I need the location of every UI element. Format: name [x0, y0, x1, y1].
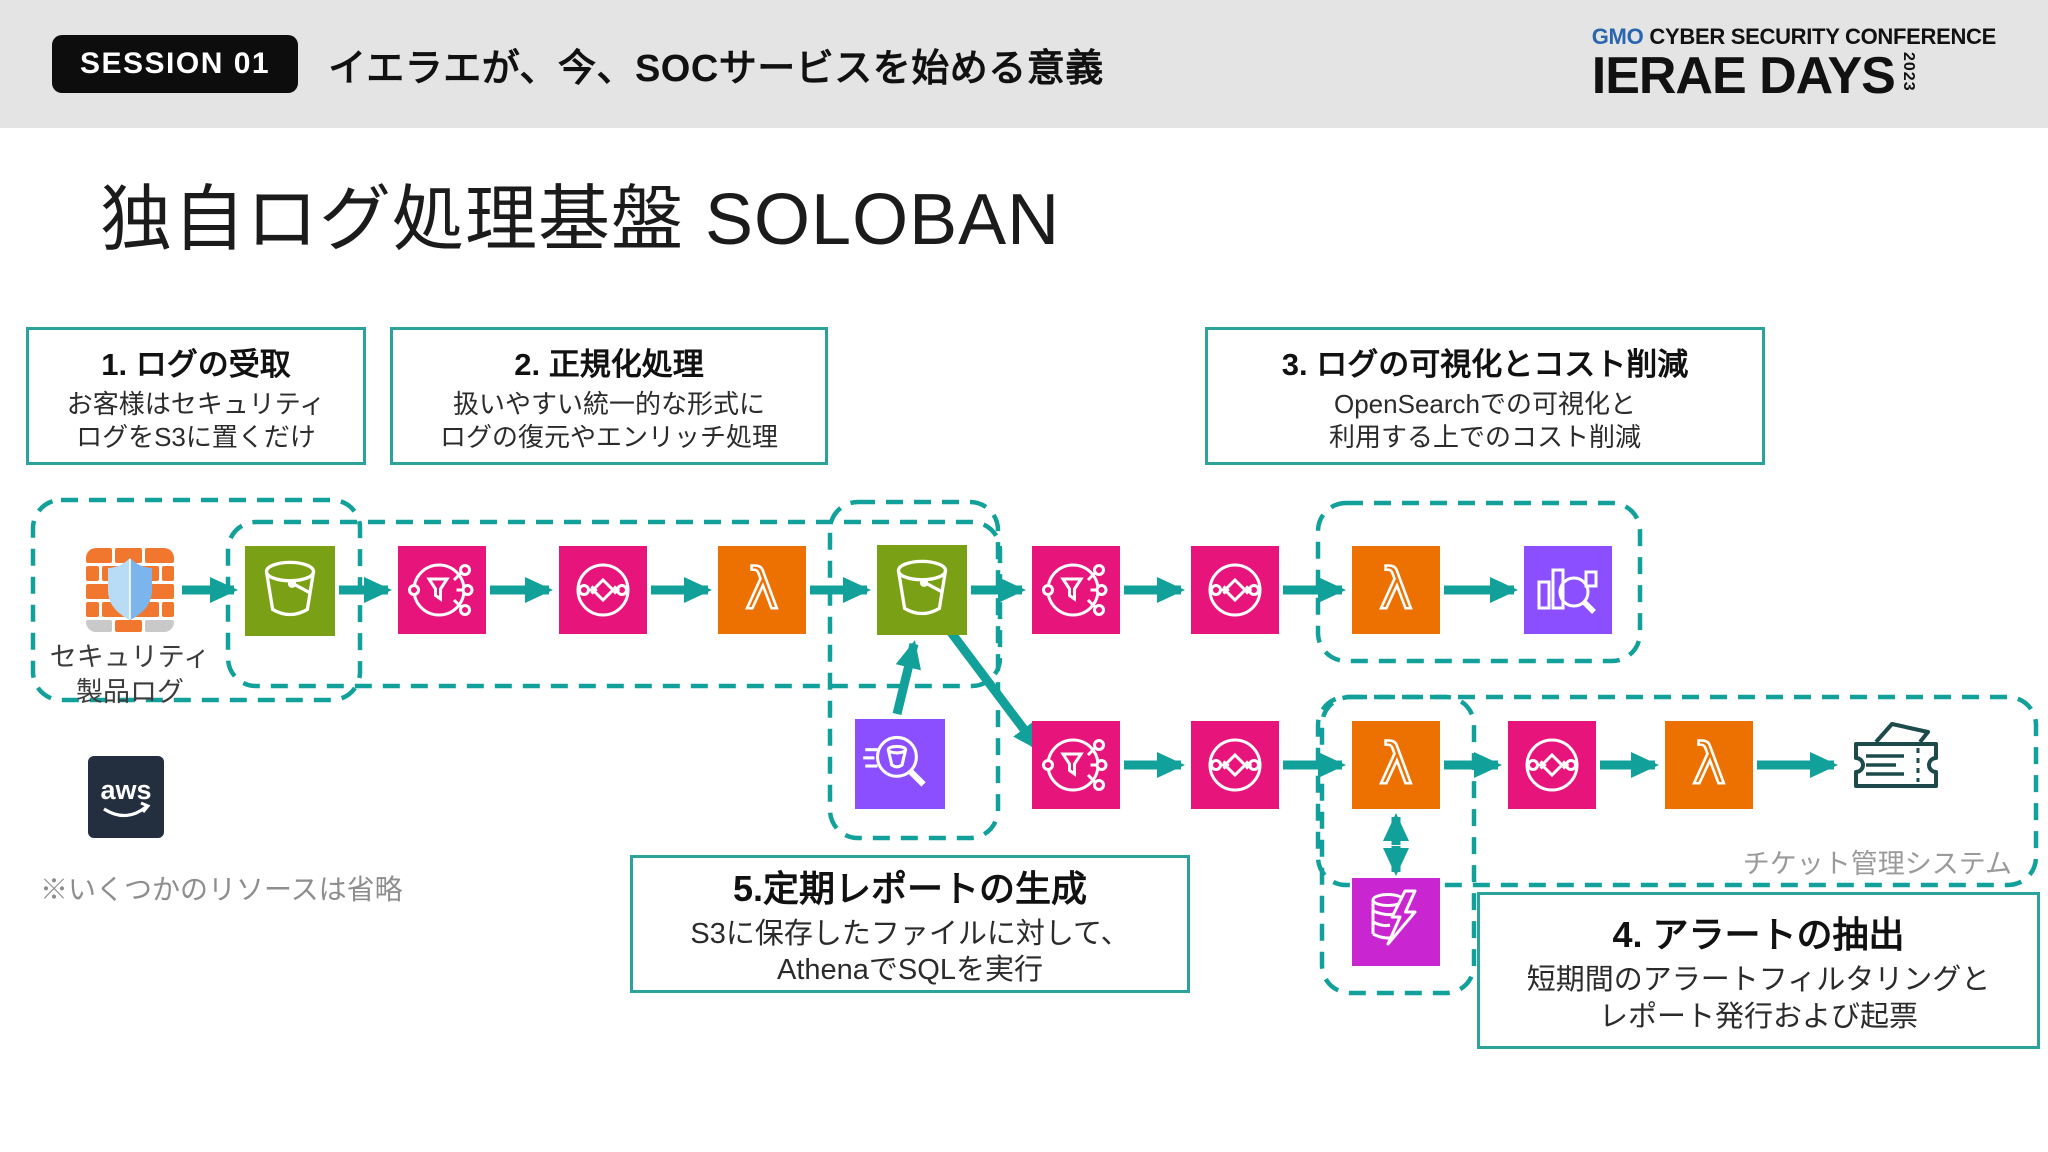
callout-visualize-title: 3. ログの可視化とコスト削減 — [1281, 347, 1689, 382]
ticket-system-label: チケット管理システム — [1742, 849, 2012, 879]
s3-bucket-icon-2 — [877, 545, 967, 635]
callout-alert-line1: 短期間のアラートフィルタリングと — [1526, 964, 1991, 997]
callout-alert-line2: レポート発行および起票 — [1598, 1000, 1918, 1033]
callout-report-line1: S3に保存したファイルに対して、 — [690, 917, 1130, 950]
group-alert-dashed — [1315, 694, 2039, 888]
ticket-icon — [1854, 722, 1938, 788]
callout-report: 5.定期レポートの生成 S3に保存したファイルに対して、 AthenaでSQLを… — [630, 855, 1190, 993]
sns-topic-icon-3 — [1032, 721, 1120, 809]
aws-logo: aws — [88, 756, 164, 838]
fanout-filter-icon — [1042, 563, 1108, 617]
callout-receive-title: 1. ログの受取 — [101, 347, 291, 382]
security-product-firewall-icon — [84, 544, 176, 636]
callout-receive-line1: お客様はセキュリティ — [66, 389, 326, 419]
queue-icon — [1208, 563, 1262, 617]
source-label: セキュリティ 製品ログ — [28, 640, 232, 710]
callout-alert: 4. アラートの抽出 短期間のアラートフィルタリングと レポート発行および起票 — [1477, 892, 2040, 1049]
callout-receive-line2: ログをS3に置くだけ — [76, 421, 316, 452]
lambda-icon: λ — [1378, 731, 1414, 799]
svg-text:λ: λ — [1379, 732, 1412, 797]
lambda-function-icon-2: λ — [1352, 546, 1440, 634]
database-lightning-icon — [1371, 889, 1417, 946]
lambda-icon: λ — [1378, 556, 1414, 624]
logo-event-line: IERAE DAYS 2023 — [1591, 47, 1917, 106]
sqs-queue-icon-3 — [1191, 721, 1279, 809]
conference-name: CYBER SECURITY CONFERENCE — [1649, 24, 1996, 50]
event-year: 2023 — [1899, 52, 1917, 92]
magnifier-bucket-icon — [863, 735, 926, 787]
callout-visualize-line1: OpenSearchでの可視化と — [1334, 389, 1636, 419]
queue-icon — [1525, 738, 1579, 792]
callout-normalize-title: 2. 正規化処理 — [514, 347, 704, 382]
source-label-line2: 製品ログ — [76, 677, 184, 708]
sqs-queue-icon — [559, 546, 647, 634]
resources-footnote: ※いくつかのリソースは省略 — [40, 874, 403, 905]
group-state-dashed — [1319, 694, 1477, 996]
opensearch-icon — [1524, 546, 1612, 634]
lambda-icon: λ — [744, 556, 780, 624]
page-title: 独自ログ処理基盤 SOLOBAN — [100, 180, 1061, 260]
svg-text:aws: aws — [100, 775, 151, 805]
callout-alert-title: 4. アラートの抽出 — [1612, 914, 1905, 956]
callout-normalize: 2. 正規化処理 扱いやすい統一的な形式に ログの復元やエンリッチ処理 — [390, 327, 828, 465]
arrow-athena-to-s3-2 — [892, 640, 921, 716]
event-name: IERAE DAYS — [1591, 47, 1896, 106]
fanout-filter-icon — [408, 563, 474, 617]
s3-bucket-icon — [245, 546, 335, 636]
session-badge: SESSION 01 — [52, 35, 299, 93]
firewall-shield-icon — [86, 548, 174, 632]
athena-icon — [855, 719, 945, 809]
callout-visualize-line2: 利用する上でのコスト削減 — [1328, 421, 1641, 452]
source-label-line1: セキュリティ — [49, 642, 211, 672]
callout-visualize: 3. ログの可視化とコスト削減 OpenSearchでの可視化と 利用する上での… — [1205, 327, 1765, 465]
dynamodb-icon — [1352, 878, 1440, 966]
header-title: イエラエが、今、SOCサービスを始める意義 — [328, 47, 1104, 90]
queue-icon — [576, 563, 630, 617]
sns-topic-icon-2 — [1032, 546, 1120, 634]
fanout-filter-icon — [1042, 738, 1108, 792]
bucket-icon — [896, 559, 948, 616]
lambda-function-icon-3: λ — [1352, 721, 1440, 809]
callout-report-line2: AthenaでSQLを実行 — [777, 954, 1043, 986]
callout-normalize-line1: 扱いやすい統一的な形式に — [452, 389, 765, 419]
callout-normalize-line2: ログの復元やエンリッチ処理 — [439, 421, 778, 452]
lambda-icon: λ — [1691, 731, 1727, 799]
group-report-dashed — [827, 499, 1001, 841]
queue-icon — [1208, 738, 1262, 792]
svg-text:λ: λ — [1379, 557, 1412, 622]
sqs-queue-icon-2 — [1191, 546, 1279, 634]
ticket-system-icon — [1842, 712, 1952, 812]
svg-text:λ: λ — [1692, 732, 1725, 797]
sns-topic-icon — [398, 546, 486, 634]
gmo-brand: GMO — [1591, 24, 1644, 50]
svg-text:λ: λ — [745, 557, 778, 622]
sqs-queue-icon-4 — [1508, 721, 1596, 809]
bucket-icon — [264, 560, 316, 617]
lambda-function-icon: λ — [718, 546, 806, 634]
callout-report-title: 5.定期レポートの生成 — [732, 867, 1088, 909]
callout-receive: 1. ログの受取 お客様はセキュリティ ログをS3に置くだけ — [26, 327, 366, 465]
aws-smile-icon: aws — [100, 775, 152, 818]
chart-magnifier-icon — [1537, 568, 1598, 614]
lambda-function-icon-4: λ — [1665, 721, 1753, 809]
arrow-s3-2-to-sns3 — [943, 624, 1042, 752]
